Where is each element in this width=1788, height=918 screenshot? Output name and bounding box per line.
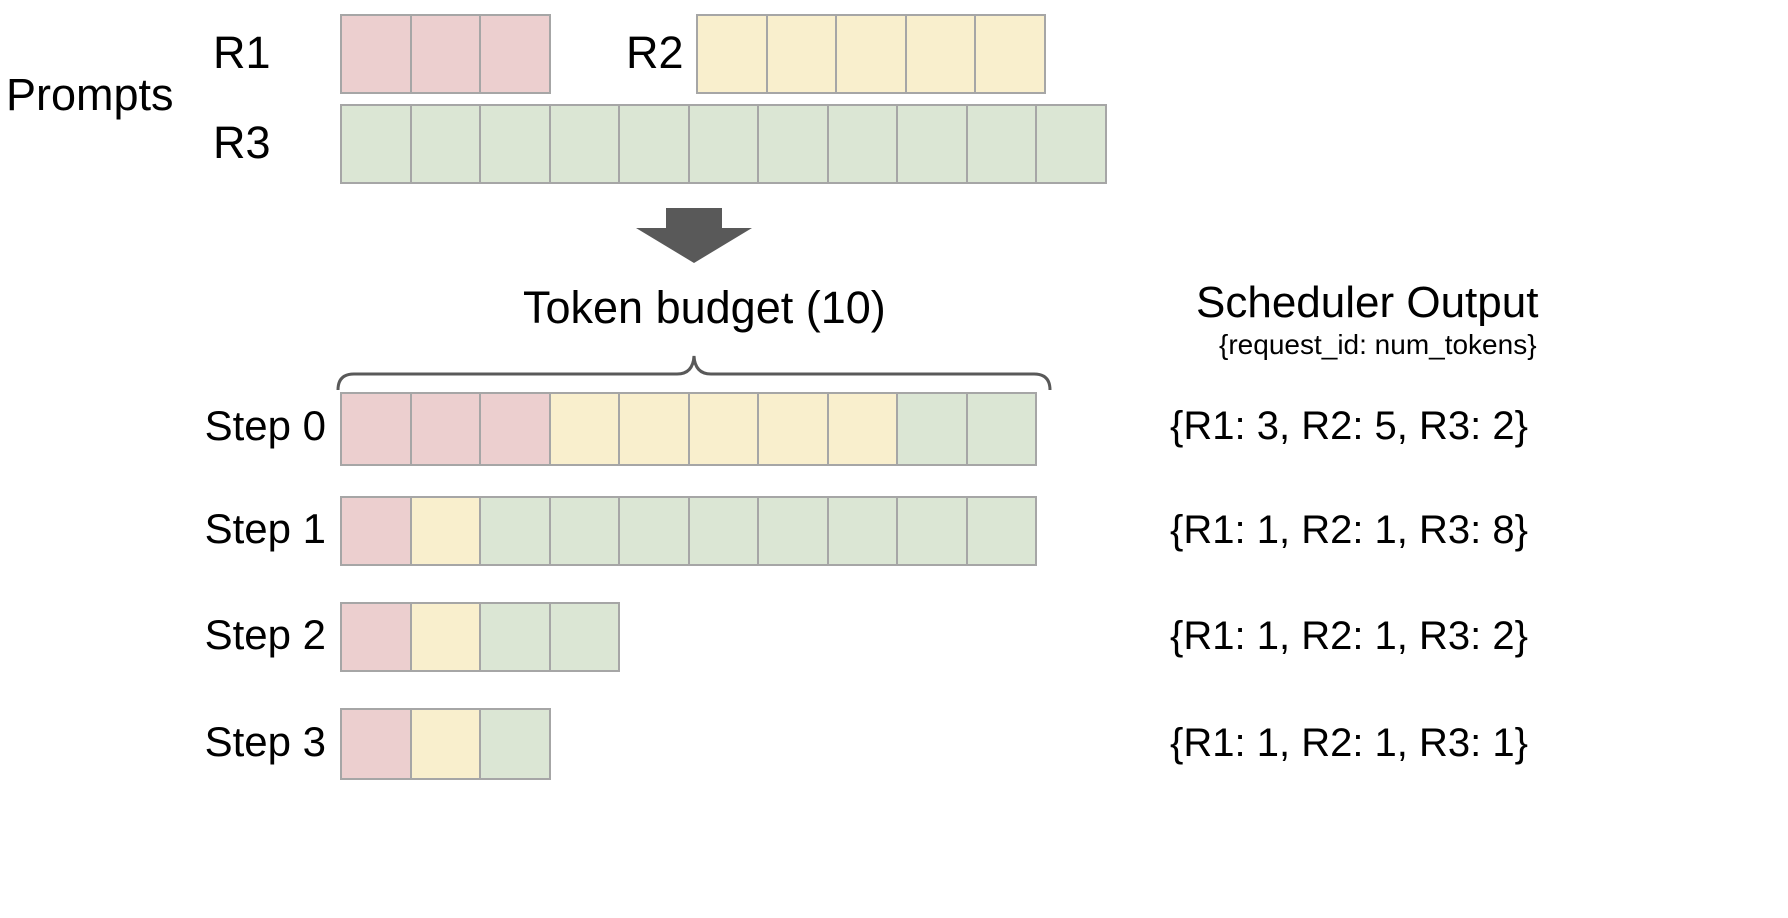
token-cell-r3: [618, 496, 690, 566]
token-cell-r3: [479, 104, 551, 184]
token-cell-r3: [340, 104, 412, 184]
token-cell-r1: [340, 708, 412, 780]
step-row-2: [340, 602, 620, 672]
token-cell-r1: [340, 392, 412, 466]
token-cell-r3: [548, 104, 620, 184]
token-cell-r2: [409, 602, 481, 672]
token-budget-label: Token budget (10): [523, 282, 886, 333]
token-cell-r3: [757, 104, 829, 184]
step-label-1: Step 1: [204, 505, 326, 552]
token-cell-r1: [479, 14, 551, 94]
token-cell-r3: [548, 602, 620, 672]
prompts-section-label: Prompts: [6, 69, 174, 120]
token-cell-r2: [765, 14, 837, 94]
token-cell-r3: [1035, 104, 1107, 184]
token-cell-r3: [479, 602, 551, 672]
token-cell-r3: [965, 496, 1037, 566]
token-cell-r3: [896, 104, 968, 184]
token-cell-r2: [618, 392, 690, 466]
token-cell-r2: [696, 14, 768, 94]
curly-brace-icon: [336, 352, 1052, 392]
step-label-0: Step 0: [204, 402, 326, 449]
token-cell-r2: [409, 708, 481, 780]
token-cell-r2: [904, 14, 976, 94]
prompt-label-r1: R1: [213, 27, 271, 78]
step-label-3: Step 3: [204, 718, 326, 765]
token-cell-r2: [409, 496, 481, 566]
scheduler-output-title: Scheduler Output: [1196, 278, 1539, 327]
token-cell-r1: [409, 14, 481, 94]
token-cell-r1: [409, 392, 481, 466]
token-cell-r2: [835, 14, 907, 94]
token-cell-r3: [896, 496, 968, 566]
token-cell-r2: [687, 392, 759, 466]
token-cell-r2: [974, 14, 1046, 94]
token-cell-r3: [757, 496, 829, 566]
scheduler-output-3: {R1: 1, R2: 1, R3: 1}: [1170, 721, 1528, 765]
token-cell-r1: [340, 496, 412, 566]
prompt-row-r3: [340, 104, 1107, 184]
token-cell-r3: [826, 104, 898, 184]
step-row-1: [340, 496, 1037, 566]
prompt-label-r2: R2: [626, 27, 684, 78]
token-cell-r3: [548, 496, 620, 566]
token-cell-r3: [965, 392, 1037, 466]
token-cell-r3: [618, 104, 690, 184]
token-cell-r3: [896, 392, 968, 466]
scheduler-output-subtitle: {request_id: num_tokens}: [1219, 329, 1537, 360]
down-arrow-icon: [636, 208, 752, 263]
token-cell-r1: [479, 392, 551, 466]
token-cell-r2: [826, 392, 898, 466]
scheduler-output-0: {R1: 3, R2: 5, R3: 2}: [1170, 404, 1528, 448]
token-cell-r1: [340, 602, 412, 672]
scheduler-output-1: {R1: 1, R2: 1, R3: 8}: [1170, 508, 1528, 552]
prompt-label-r3: R3: [213, 117, 271, 168]
token-cell-r3: [479, 708, 551, 780]
step-row-3: [340, 708, 551, 780]
token-cell-r3: [965, 104, 1037, 184]
step-row-0: [340, 392, 1037, 466]
token-cell-r3: [479, 496, 551, 566]
prompt-row-r1: [340, 14, 551, 94]
prompt-row-r2: [696, 14, 1046, 94]
scheduler-output-2: {R1: 1, R2: 1, R3: 2}: [1170, 614, 1528, 658]
token-cell-r3: [826, 496, 898, 566]
token-cell-r1: [340, 14, 412, 94]
token-cell-r2: [757, 392, 829, 466]
token-cell-r3: [687, 496, 759, 566]
token-cell-r3: [409, 104, 481, 184]
token-cell-r2: [548, 392, 620, 466]
token-cell-r3: [687, 104, 759, 184]
step-label-2: Step 2: [204, 611, 326, 658]
